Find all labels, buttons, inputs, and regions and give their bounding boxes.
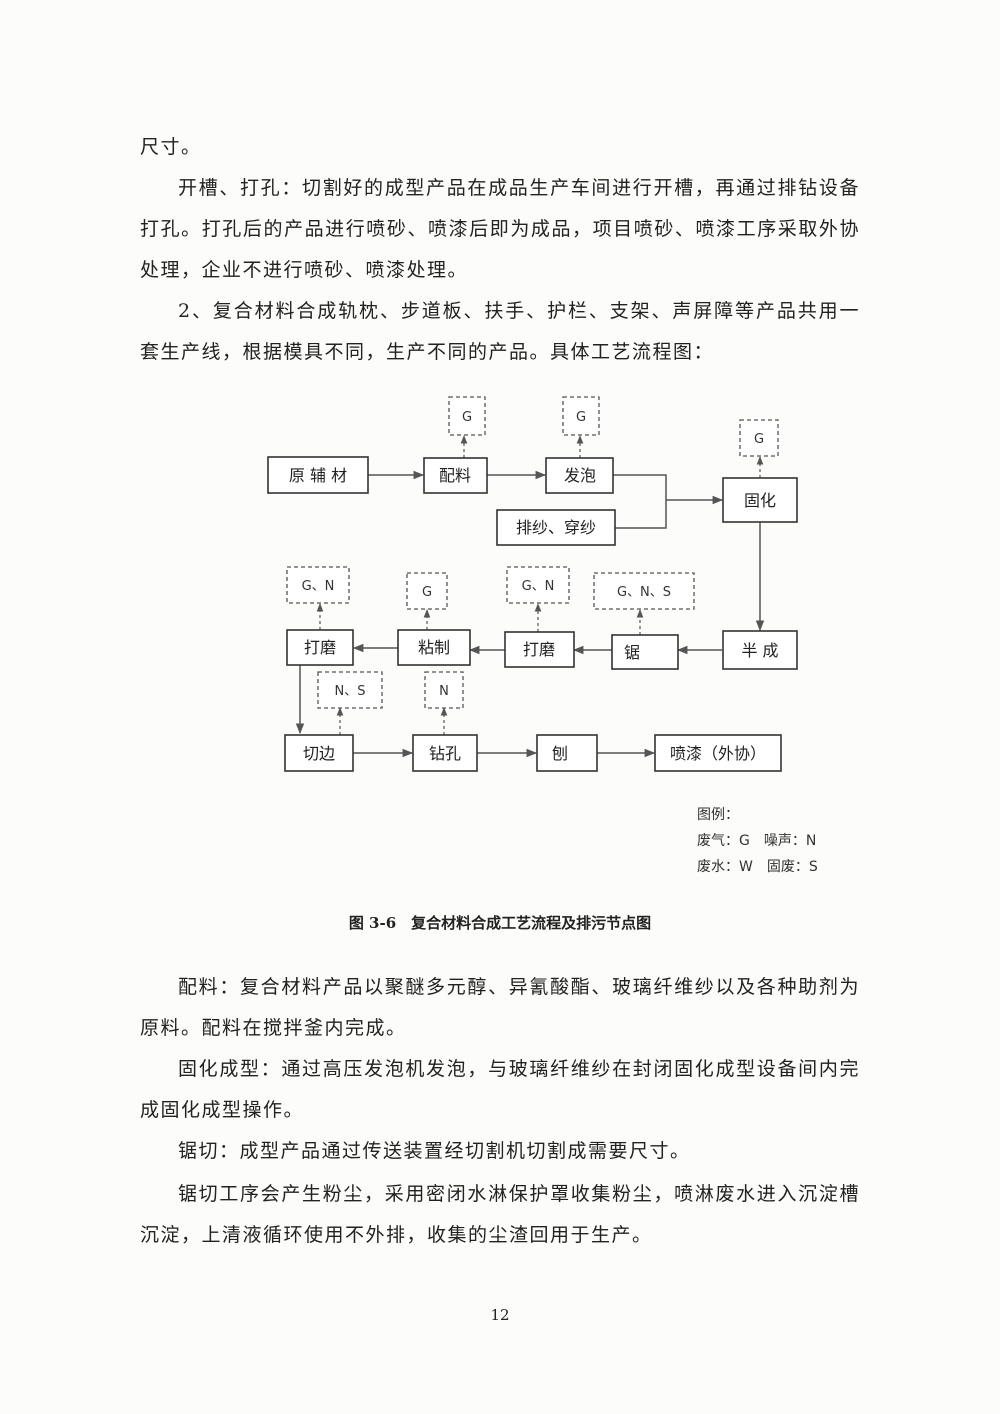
emission-foaming: G <box>562 396 600 436</box>
step-raw-materials: 原 辅 材 <box>267 456 369 494</box>
step-curing: 固化 <box>722 477 798 523</box>
emission-batching: G <box>448 396 486 436</box>
step-edge-cutting-label: 切边 <box>303 744 335 763</box>
figure-caption: 图 3-6 复合材料合成工艺流程及排污节点图 <box>348 914 652 932</box>
paragraph-curing: 固化成型：通过高压发泡机发泡，与玻璃纤维纱在封闭固化成型设备间内完成固化成型操作… <box>140 1058 860 1121</box>
step-sawing-label: 锯 <box>624 643 640 662</box>
emission-edge-cutting-label: N、S <box>335 684 366 699</box>
emission-sawing-label: G、N、S <box>617 585 671 600</box>
paragraph-composite-intro: 2、复合材料合成轨枕、步道板、扶手、护栏、支架、声屏障等产品共用一套生产线，根据… <box>140 300 860 363</box>
step-batching: 配料 <box>423 457 488 494</box>
paragraph-slotting-drilling: 开槽、打孔：切割好的成型产品在成品生产车间进行开槽，再通过排钻设备打孔。打孔后的… <box>140 177 860 281</box>
emission-curing-label: G <box>754 432 764 447</box>
paragraph-batching: 配料：复合材料产品以聚醚多元醇、异氰酸酯、玻璃纤维纱以及各种助剂为原料。配料在搅… <box>140 976 860 1039</box>
step-grinding-2: 打磨 <box>286 629 354 666</box>
step-planing-label: 刨 <box>552 744 568 763</box>
emission-batching-label: G <box>462 410 472 425</box>
step-painting-outsourced-label: 喷漆（外协） <box>670 744 766 763</box>
step-curing-label: 固化 <box>744 491 776 510</box>
step-grinding-2-label: 打磨 <box>304 638 336 657</box>
step-planing: 刨 <box>536 734 598 772</box>
step-bonding-label: 粘制 <box>418 638 450 657</box>
step-semi-finished-label: 半 成 <box>741 641 778 660</box>
emission-grinding-2-label: G、N <box>302 579 335 594</box>
step-foaming: 发泡 <box>545 457 614 494</box>
emission-drilling: N <box>424 671 464 709</box>
emission-grinding-2: G、N <box>286 566 350 604</box>
step-yarn-arranging-label: 排纱、穿纱 <box>516 518 596 537</box>
emission-foaming-label: G <box>576 410 586 425</box>
legend-title: 图例： <box>697 807 739 823</box>
emission-bonding: G <box>406 572 448 610</box>
step-grinding-1: 打磨 <box>504 631 575 668</box>
emission-grinding-1: G、N <box>506 566 570 604</box>
step-edge-cutting: 切边 <box>284 734 354 772</box>
step-foaming-label: 发泡 <box>564 466 596 485</box>
emission-grinding-1-label: G、N <box>522 579 555 594</box>
emission-sawing: G、N、S <box>593 572 695 610</box>
step-semi-finished: 半 成 <box>722 630 798 670</box>
step-raw-materials-label: 原 辅 材 <box>289 466 347 485</box>
emission-edge-cutting: N、S <box>317 671 383 709</box>
step-batching-label: 配料 <box>439 466 471 485</box>
step-grinding-1-label: 打磨 <box>523 640 555 659</box>
emission-drilling-label: N <box>439 684 449 699</box>
step-bonding: 粘制 <box>397 629 471 666</box>
emission-curing: G <box>739 419 779 457</box>
step-yarn-arranging: 排纱、穿纱 <box>496 509 616 546</box>
step-drilling-label: 钻孔 <box>429 744 461 763</box>
step-drilling: 钻孔 <box>412 734 478 772</box>
paragraph-sawing: 锯切：成型产品通过传送装置经切割机切割成需要尺寸。 <box>178 1140 691 1162</box>
step-sawing: 锯 <box>611 634 679 670</box>
paragraph-dust-treatment: 锯切工序会产生粉尘，采用密闭水淋保护罩收集粉尘，喷淋废水进入沉淀槽沉淀，上清液循… <box>140 1183 860 1246</box>
page-number: 12 <box>490 1306 510 1324</box>
process-flowchart: 原 辅 材 配料 发泡 排纱、穿纱 固化 半 成 锯 打磨 粘制 打磨 切边 <box>267 396 798 772</box>
step-painting-outsourced: 喷漆（外协） <box>654 734 782 772</box>
legend-line-2: 废水：W 固废：S <box>697 859 818 875</box>
emission-bonding-label: G <box>422 585 432 600</box>
paragraph-continued: 尺寸。 <box>140 136 202 158</box>
legend-line-1: 废气：G 噪声：N <box>697 833 817 849</box>
